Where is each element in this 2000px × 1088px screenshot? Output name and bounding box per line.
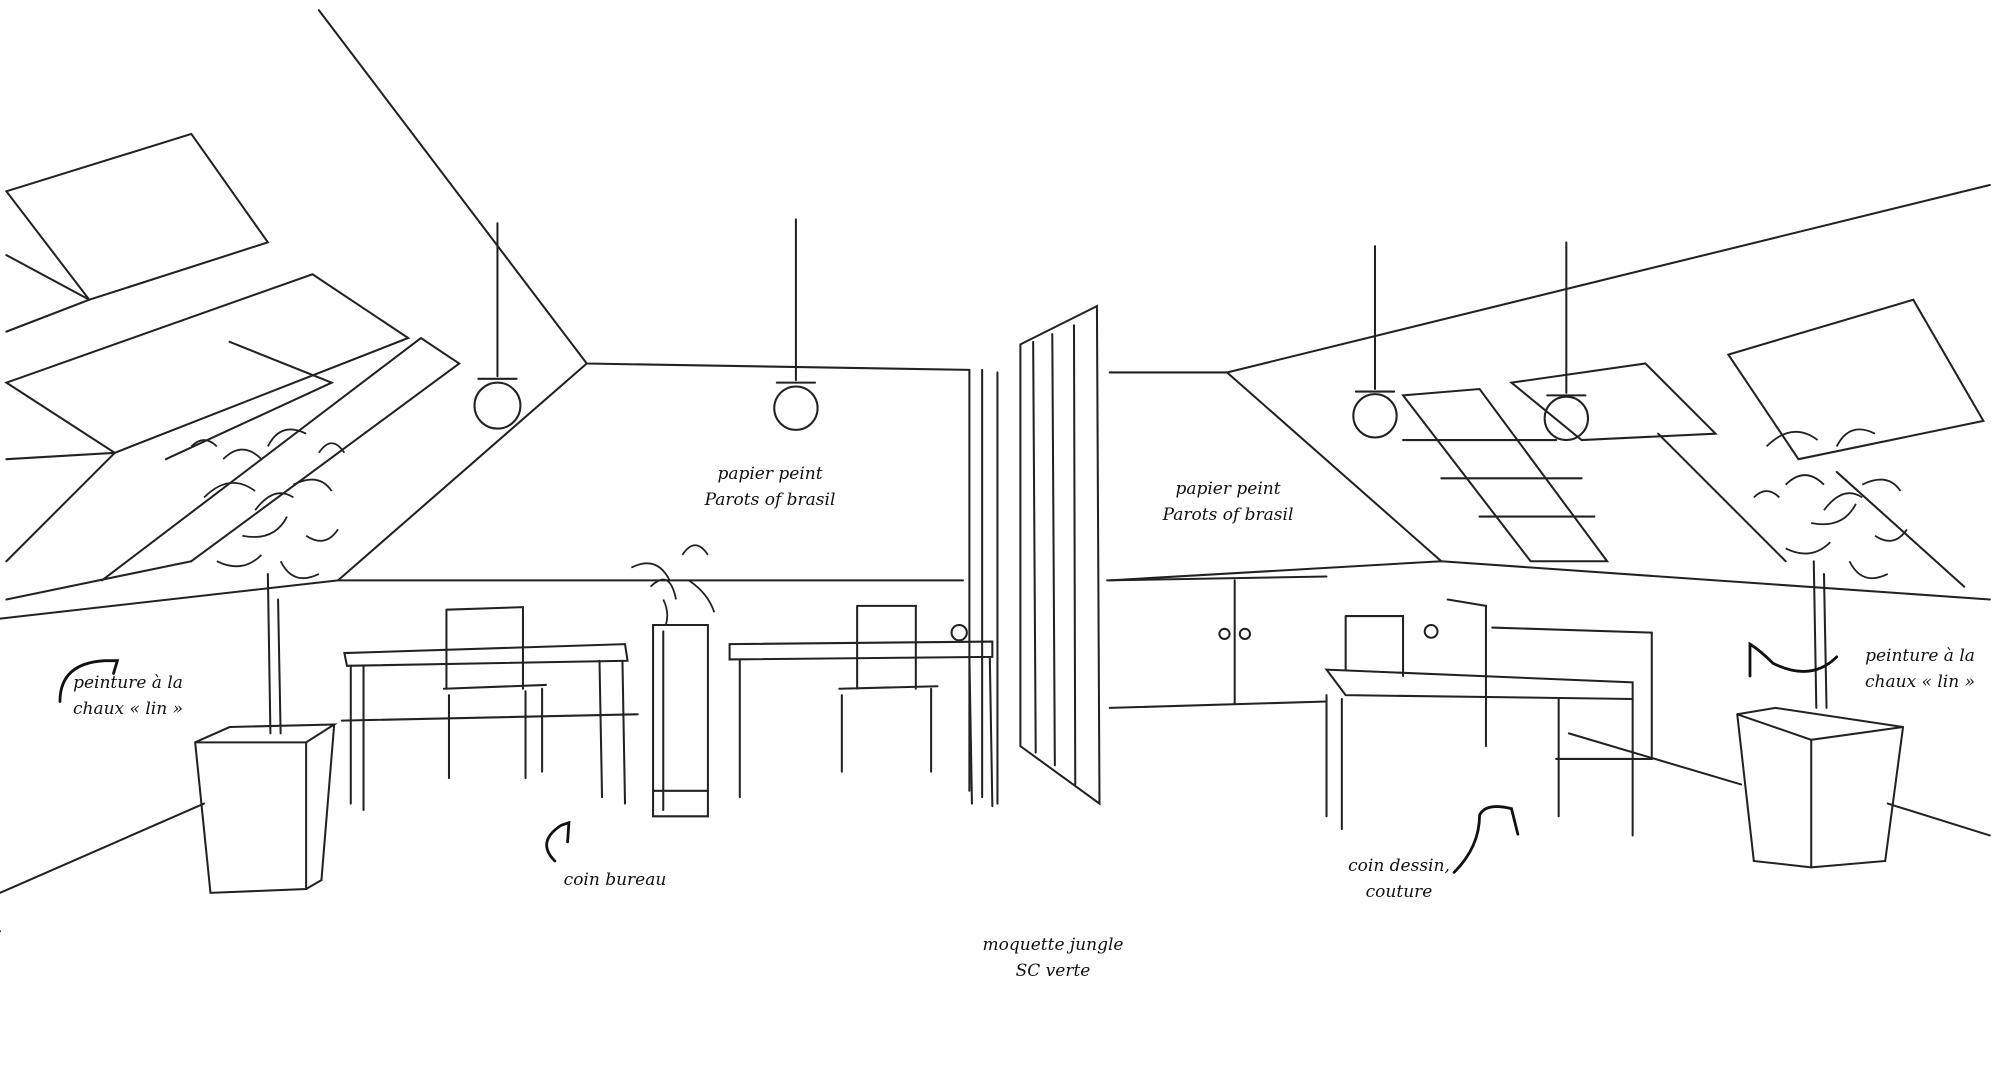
planter-left [194, 572, 338, 894]
wallpaper-center-line2: Parots of brasil [704, 490, 836, 510]
carpet-line2: SC verte [1015, 961, 1091, 981]
foliage-center [630, 544, 716, 626]
label-drawing-corner: coin dessin, couture [1348, 853, 1450, 905]
cabinet [1106, 575, 1328, 706]
drawing-corner-line1: coin dessin, [1348, 856, 1450, 876]
foliage-right [1753, 428, 1908, 580]
pendant-lamps [473, 218, 1590, 442]
drawing-corner-line2: couture [1365, 882, 1433, 902]
paint-left-line2: chaux « lin » [73, 699, 183, 719]
office-corner-text: coin bureau [563, 870, 667, 890]
label-paint-right: peinture à la chaux « lin » [1865, 643, 1975, 695]
arrow-drawing [1452, 805, 1520, 874]
planter-right [1736, 560, 1905, 869]
label-wallpaper-center: papier peint Parots of brasil [705, 461, 836, 513]
arrow-office [545, 820, 571, 863]
foliage-left [190, 428, 346, 580]
plant-stand [652, 623, 709, 818]
desk-left [343, 606, 629, 811]
desk-center [728, 604, 994, 808]
paint-right-line2: chaux « lin » [1865, 672, 1975, 692]
arrow-paint-left [58, 659, 120, 703]
skylights-left [4, 132, 461, 601]
annotation-arrows [58, 641, 1839, 874]
skylights-right [1401, 298, 1986, 588]
label-carpet: moquette jungle SC verte [983, 932, 1124, 984]
carpet-line1: moquette jungle [982, 935, 1124, 955]
paint-left-line1: peinture à la [73, 673, 183, 693]
label-wallpaper-right: papier peint Parots of brasil [1163, 476, 1294, 528]
room-divider-screen [968, 304, 1101, 806]
arrow-paint-right [1748, 641, 1839, 678]
wallpaper-right-line1: papier peint [1175, 479, 1281, 499]
wallpaper-right-line2: Parots of brasil [1162, 505, 1294, 525]
paint-right-line1: peinture à la [1865, 646, 1975, 666]
label-paint-left: peinture à la chaux « lin » [73, 670, 183, 722]
roof-structure [0, 9, 1991, 933]
wallpaper-center-line1: papier peint [717, 464, 823, 484]
desk-right [1324, 598, 1653, 837]
label-office-corner: coin bureau [564, 867, 667, 893]
